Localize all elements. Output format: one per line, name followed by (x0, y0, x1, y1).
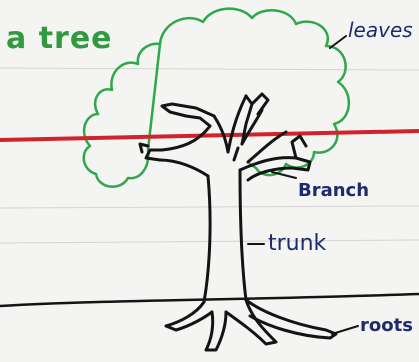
diagram-title: a tree (6, 21, 113, 56)
label-trunk: trunk (268, 231, 327, 256)
label-branch: Branch (298, 180, 369, 201)
tree-branches (138, 92, 312, 182)
leaves-canopy (82, 7, 351, 188)
tree-trunk (202, 168, 248, 304)
ground-line (0, 292, 419, 308)
red-line (0, 129, 419, 142)
tree-roots (164, 298, 338, 352)
label-pointers (247, 35, 359, 335)
label-leaves: leaves (348, 18, 413, 42)
label-roots: roots (360, 315, 413, 336)
